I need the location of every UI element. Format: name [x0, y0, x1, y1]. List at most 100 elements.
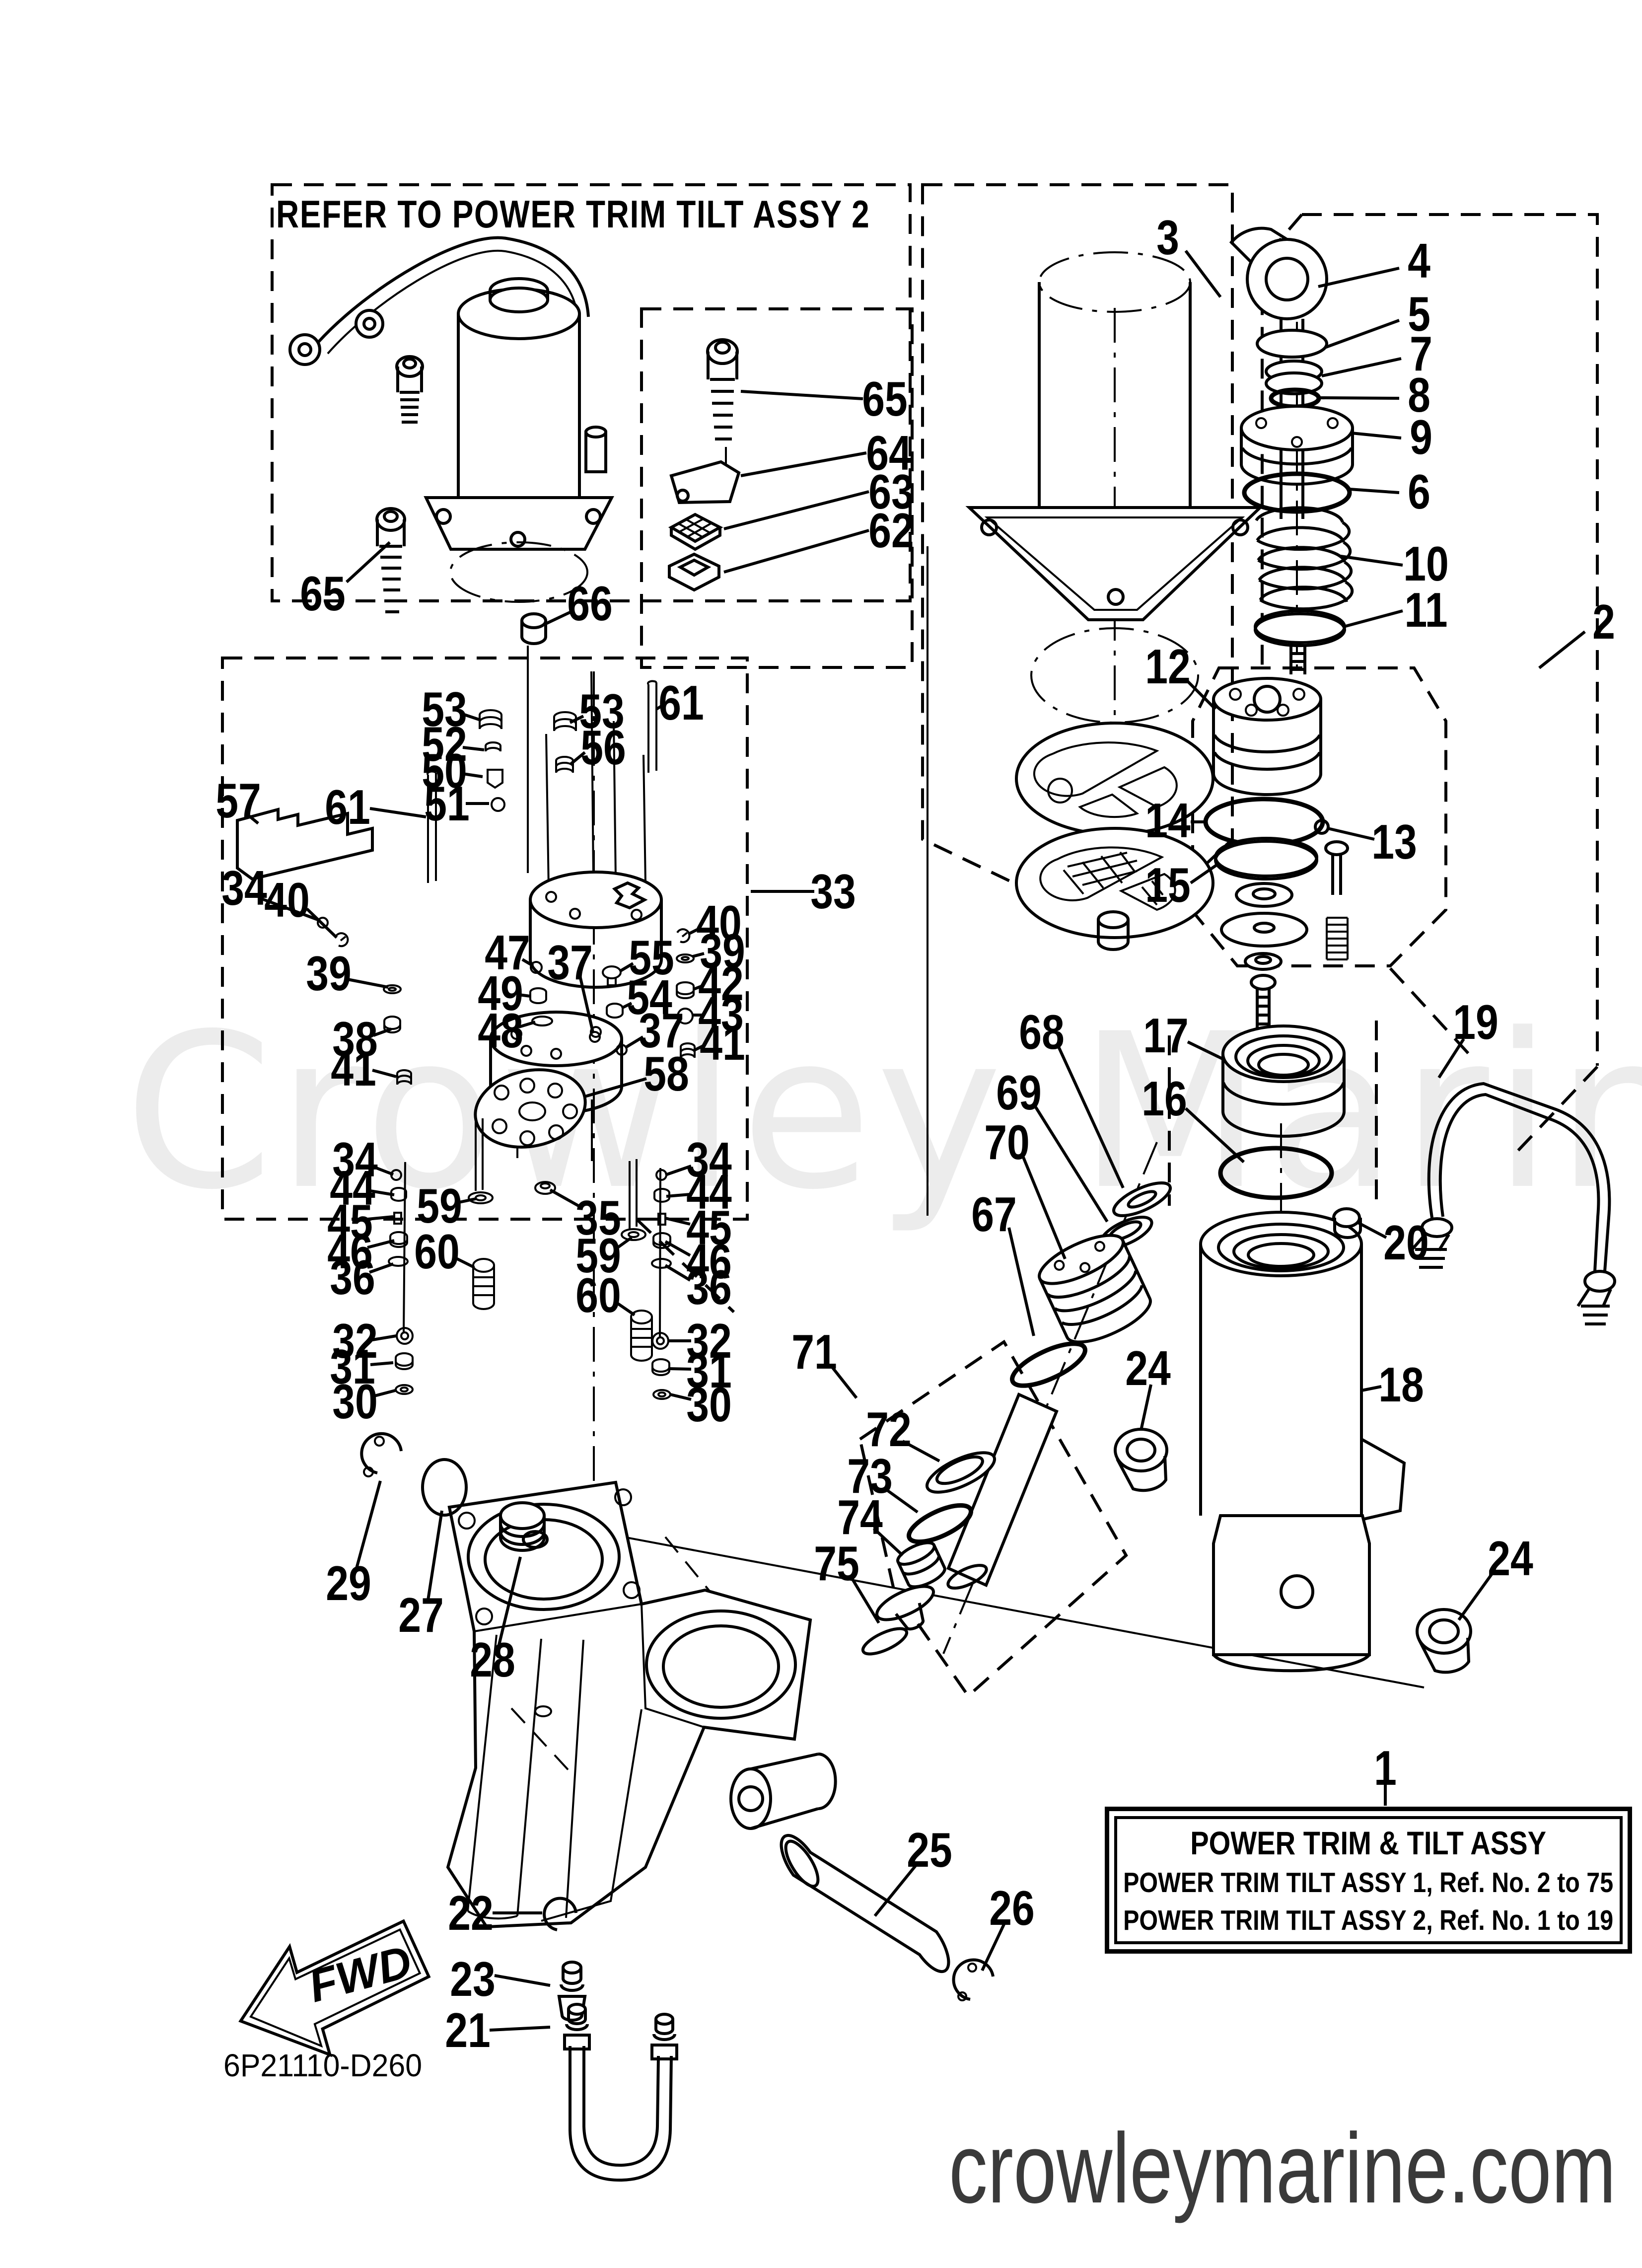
callout-67: 67: [971, 1187, 1017, 1242]
callout-32: 32: [686, 1314, 732, 1368]
site-watermark: crowleymarine.com: [949, 2113, 1616, 2224]
callout-30: 30: [686, 1377, 732, 1432]
callout-37: 37: [547, 935, 593, 990]
dashed-assembly-boxes: [221, 183, 1599, 1698]
filter-mesh: [668, 512, 723, 551]
callout-32: 32: [332, 1314, 378, 1368]
callout-69: 69: [996, 1065, 1042, 1120]
callout-57: 57: [215, 773, 261, 828]
callout-31: 31: [686, 1343, 732, 1398]
callout-22: 22: [448, 1886, 494, 1940]
retainer-plate-57: [236, 807, 374, 881]
callout-65: 65: [862, 371, 908, 426]
callout-72: 72: [866, 1402, 912, 1457]
info-box-line2: POWER TRIM TILT ASSY 2, Ref. No. 1 to 19: [1123, 1904, 1614, 1936]
spring-10: [1255, 506, 1354, 611]
callout-48: 48: [478, 1003, 523, 1058]
pump-body-parts: [236, 671, 696, 1400]
callout-39: 39: [306, 946, 352, 1001]
callout-42: 42: [698, 956, 744, 1011]
callout-53: 53: [579, 684, 625, 738]
callout-10: 10: [1403, 536, 1449, 591]
callout-61: 61: [325, 780, 370, 834]
callout-75: 75: [814, 1536, 859, 1591]
trim-hose-21: [563, 2003, 678, 2182]
callout-58: 58: [643, 1046, 689, 1101]
callout-31: 31: [330, 1339, 375, 1394]
callout-34: 34: [221, 861, 267, 915]
callout-8: 8: [1408, 367, 1430, 422]
callout-55: 55: [629, 930, 674, 985]
callout-41: 41: [331, 1041, 376, 1096]
callout-4: 4: [1408, 233, 1430, 288]
callout-59: 59: [417, 1178, 462, 1233]
callout-46: 46: [686, 1234, 732, 1289]
plug-28: [499, 1501, 549, 1552]
callout-37: 37: [639, 1003, 684, 1058]
callout-24: 24: [1488, 1531, 1533, 1586]
callout-61: 61: [658, 675, 704, 730]
callout-59: 59: [575, 1228, 621, 1283]
callout-34: 34: [686, 1132, 732, 1187]
callout-53: 53: [422, 682, 467, 736]
callout-18: 18: [1378, 1357, 1424, 1412]
gasket-58: [474, 1068, 587, 1149]
trim-rod-assembly: [861, 1181, 1172, 1656]
callout-60: 60: [414, 1224, 460, 1279]
callout-28: 28: [470, 1632, 515, 1687]
callout-60: 60: [575, 1268, 621, 1322]
callout-40: 40: [696, 895, 742, 950]
bracket-small-parts: [360, 1432, 995, 2182]
info-box-title: POWER TRIM & TILT ASSY: [1190, 1824, 1547, 1861]
callout-21: 21: [445, 2003, 491, 2057]
info-box-line1: POWER TRIM TILT ASSY 1, Ref. No. 2 to 75: [1123, 1867, 1614, 1899]
callout-1: 1: [1374, 1741, 1397, 1795]
callout-27: 27: [398, 1588, 444, 1642]
refer-note: REFER TO POWER TRIM TILT ASSY 2: [276, 192, 870, 236]
info-box: POWER TRIM & TILT ASSY POWER TRIM TILT A…: [1105, 1807, 1632, 1954]
callout-46: 46: [327, 1224, 373, 1279]
callout-2: 2: [1592, 594, 1615, 649]
callout-47: 47: [485, 925, 530, 980]
piston-rod-assembly: [1229, 226, 1354, 674]
callout-20: 20: [1383, 1215, 1429, 1270]
callout-12: 12: [1145, 639, 1191, 694]
callout-49: 49: [478, 966, 523, 1021]
callout-70: 70: [984, 1115, 1030, 1170]
callout-41: 41: [700, 1016, 745, 1070]
callout-29: 29: [326, 1556, 371, 1610]
callout-16: 16: [1142, 1071, 1187, 1126]
construction-lines: [527, 546, 1425, 1688]
callout-66: 66: [567, 576, 613, 631]
callout-26: 26: [989, 1881, 1035, 1935]
tilt-pin-25: [780, 1833, 950, 1974]
spring-pin: [1326, 917, 1349, 960]
callout-45: 45: [686, 1200, 732, 1255]
callout-43: 43: [698, 987, 744, 1041]
callout-14: 14: [1145, 793, 1191, 848]
callout-13: 13: [1371, 814, 1417, 869]
callout-30: 30: [332, 1374, 378, 1429]
callout-34: 34: [332, 1132, 378, 1187]
callout-3: 3: [1156, 210, 1179, 265]
small-springs-valves: [317, 709, 696, 1085]
callout-25: 25: [907, 1823, 952, 1877]
callout-36: 36: [330, 1250, 375, 1305]
pin-61-right: [647, 680, 657, 773]
ribbed-cap-70: [1038, 1234, 1152, 1344]
ring-22: [543, 1897, 577, 1931]
callout-63: 63: [868, 464, 914, 519]
callout-17: 17: [1143, 1008, 1189, 1063]
callout-24: 24: [1125, 1341, 1171, 1395]
callout-15: 15: [1145, 858, 1191, 912]
callout-19: 19: [1453, 995, 1499, 1049]
pin-61-left: [427, 770, 437, 883]
callout-33: 33: [810, 864, 856, 919]
callout-74: 74: [837, 1490, 883, 1544]
watermark-text: Crowley Marine: [124, 988, 1642, 1237]
callout-44: 44: [686, 1165, 732, 1219]
callout-40: 40: [264, 873, 310, 927]
